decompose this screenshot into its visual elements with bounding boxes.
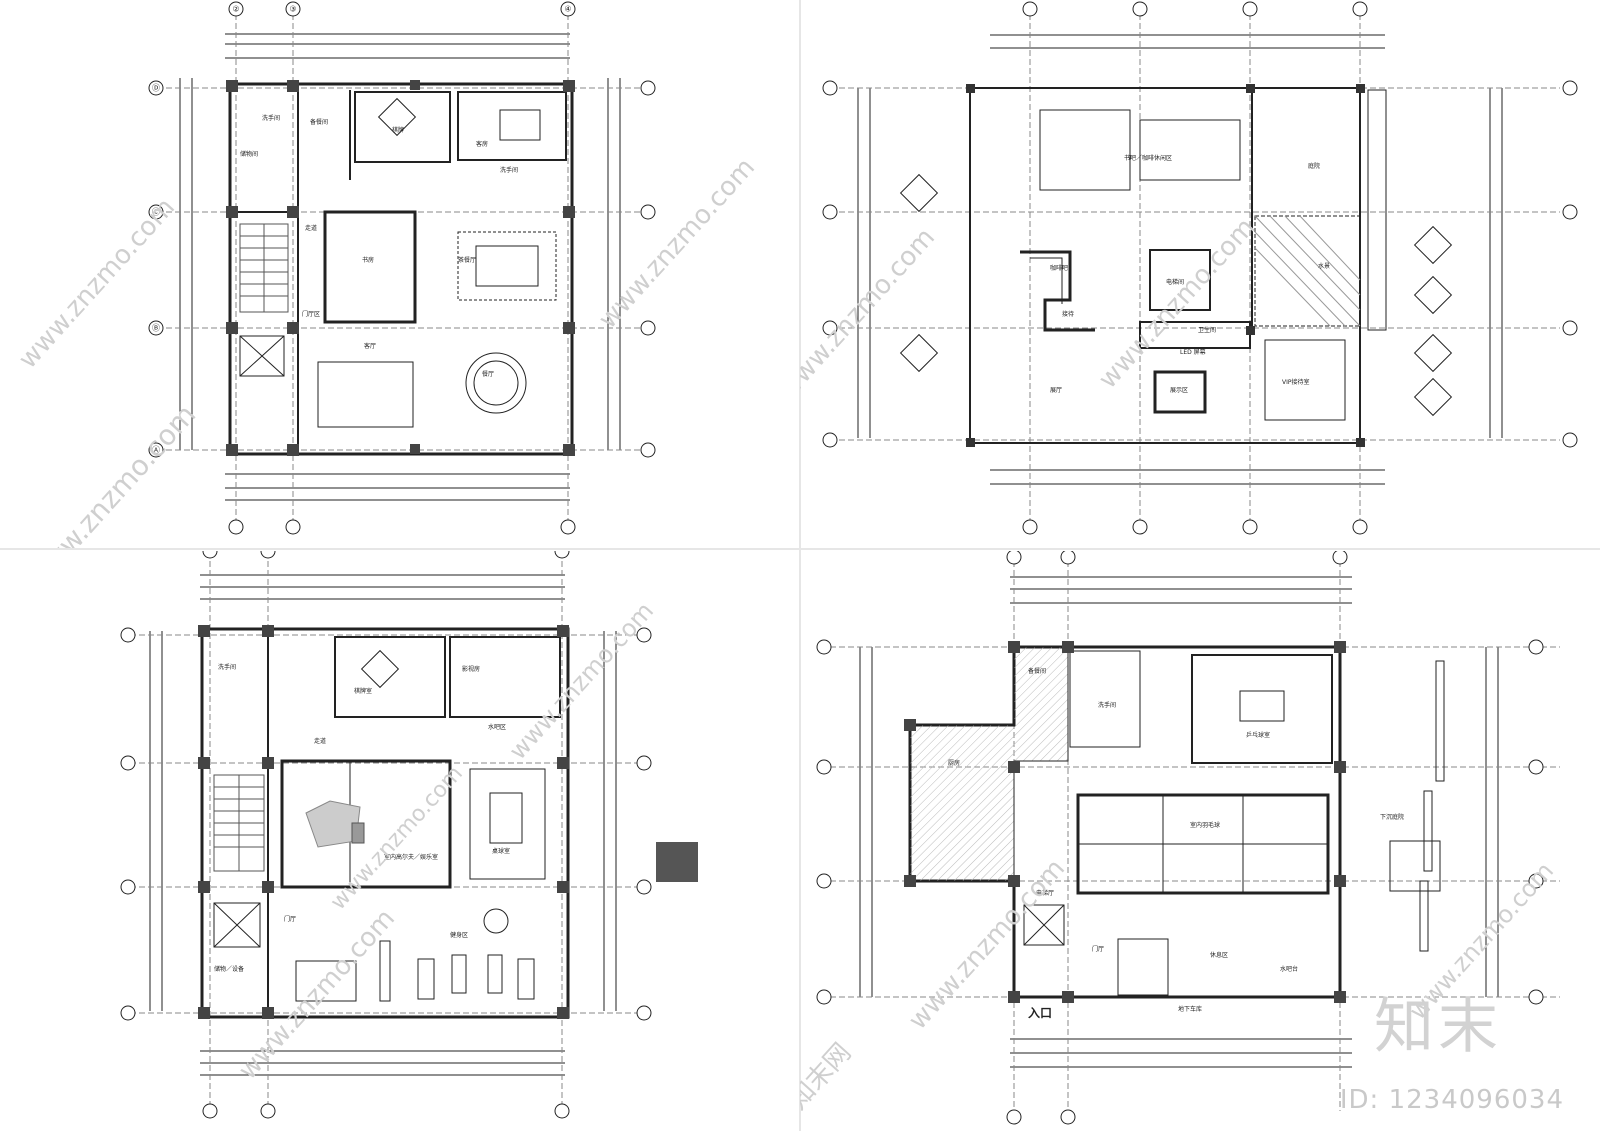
watermark-text: www.znzmo.com: [21, 398, 203, 548]
room-label: 卫生间: [1198, 326, 1216, 334]
room-label: 洗手间: [262, 114, 280, 122]
room-label: 洗手间: [500, 166, 518, 174]
room-label: 储物／设备: [214, 965, 244, 973]
room-label: 门厅: [1092, 945, 1104, 953]
room-label: 门厅: [284, 915, 296, 923]
grid-label-row-a: Ⓐ: [152, 446, 160, 455]
room-label: 影视房: [462, 665, 480, 673]
grid-label-row-c: Ⓒ: [152, 208, 160, 217]
grid-label-row-d: Ⓓ: [152, 84, 160, 93]
watermark-text: www.znzmo.com: [504, 597, 659, 765]
image-id-label: ID: 1234096034: [1339, 1085, 1564, 1115]
grid-label-col-4: ④: [564, 5, 571, 14]
color-swatch: [656, 842, 698, 882]
sheet-divider-vertical: [799, 0, 801, 1131]
room-label: 备餐间: [310, 118, 328, 126]
room-label: VIP接待室: [1282, 378, 1310, 386]
watermark-text: www.znzmo.com: [1093, 213, 1261, 395]
room-label: 电梯厅: [1036, 889, 1054, 897]
room-label: 客房: [476, 140, 488, 148]
room-label: 咖啡吧: [1050, 264, 1068, 272]
floor-plan-top-right: 书吧／咖啡休闲区 庭院 咖啡吧 接待 电梯间 卫生间 水景 LED 屏幕 展示区…: [800, 1, 1578, 535]
room-label: 下沉庭院: [1380, 813, 1404, 821]
watermark-text: www.znzmo.com: [13, 193, 181, 375]
watermark-text: 知末网: [800, 1038, 857, 1116]
sheet-divider-horizontal: [0, 548, 1600, 550]
room-label: 餐厅: [482, 370, 494, 378]
watermark-text: www.znzmo.com: [800, 223, 941, 405]
floor-plan-bottom-right: 备餐间 洗手间 乒乓球室 厨房 室内羽毛球 下沉庭院 电梯厅 门厅 休息区 水吧…: [800, 551, 1560, 1125]
room-label: 洗手间: [1098, 701, 1116, 709]
room-label: 展示区: [1170, 387, 1188, 394]
room-label: 室内羽毛球: [1190, 821, 1220, 829]
room-label: 茶餐厅: [458, 256, 476, 264]
room-label: 书吧／咖啡休闲区: [1124, 154, 1172, 162]
room-label: 地下车库: [1178, 1005, 1202, 1013]
room-label: 接待: [1062, 310, 1074, 318]
room-label: 水吧台: [1280, 965, 1298, 973]
floor-plan-top-left: 洗手间 储物间 备餐间 棋牌 客房 洗手间 走道 书房 茶餐厅 门厅区 客厅 餐…: [13, 1, 761, 548]
room-label: LED 屏幕: [1180, 348, 1206, 356]
room-label: 休息区: [1210, 951, 1228, 959]
grid-label-col-2: ②: [232, 5, 239, 14]
room-label: 电梯间: [1166, 278, 1184, 286]
room-label: 展厅: [1050, 387, 1062, 394]
watermark-text: www.znzmo.com: [593, 153, 761, 335]
room-label: 健身区: [450, 931, 468, 939]
room-label: 水景: [1318, 262, 1330, 270]
room-label: 洗手间: [218, 663, 236, 671]
room-label: 书房: [362, 256, 374, 264]
room-label: 室内高尔夫／娱乐室: [384, 853, 438, 861]
room-label: 走道: [314, 737, 326, 745]
room-label: 乒乓球室: [1246, 731, 1270, 739]
room-label: 走道: [305, 224, 317, 232]
grid-bubbles-p1: [148, 1, 656, 535]
room-label: 棋牌室: [354, 687, 372, 695]
structural-columns: [226, 80, 575, 456]
room-label: 门厅区: [302, 310, 320, 318]
room-label: 桌球室: [492, 847, 510, 855]
room-label: 庭院: [1308, 162, 1320, 170]
room-label: 客厅: [364, 342, 376, 350]
room-label: 储物间: [240, 150, 258, 158]
room-label: 水吧区: [488, 723, 506, 731]
room-label: 棋牌: [392, 126, 404, 134]
room-label: 备餐间: [1028, 667, 1046, 675]
grid-label-row-b: Ⓑ: [152, 324, 160, 333]
room-label: 厨房: [948, 759, 960, 767]
entrance-label: 入口: [1028, 1006, 1052, 1020]
floor-plan-bottom-left: 洗手间 棋牌室 影视房 水吧区 走道 室内高尔夫／娱乐室 桌球室 门厅 健身区 …: [120, 551, 659, 1119]
grid-label-col-3: ③: [289, 5, 296, 14]
brand-logo: 知末: [1374, 992, 1502, 1062]
watermark-text: www.znzmo.com: [233, 904, 401, 1086]
